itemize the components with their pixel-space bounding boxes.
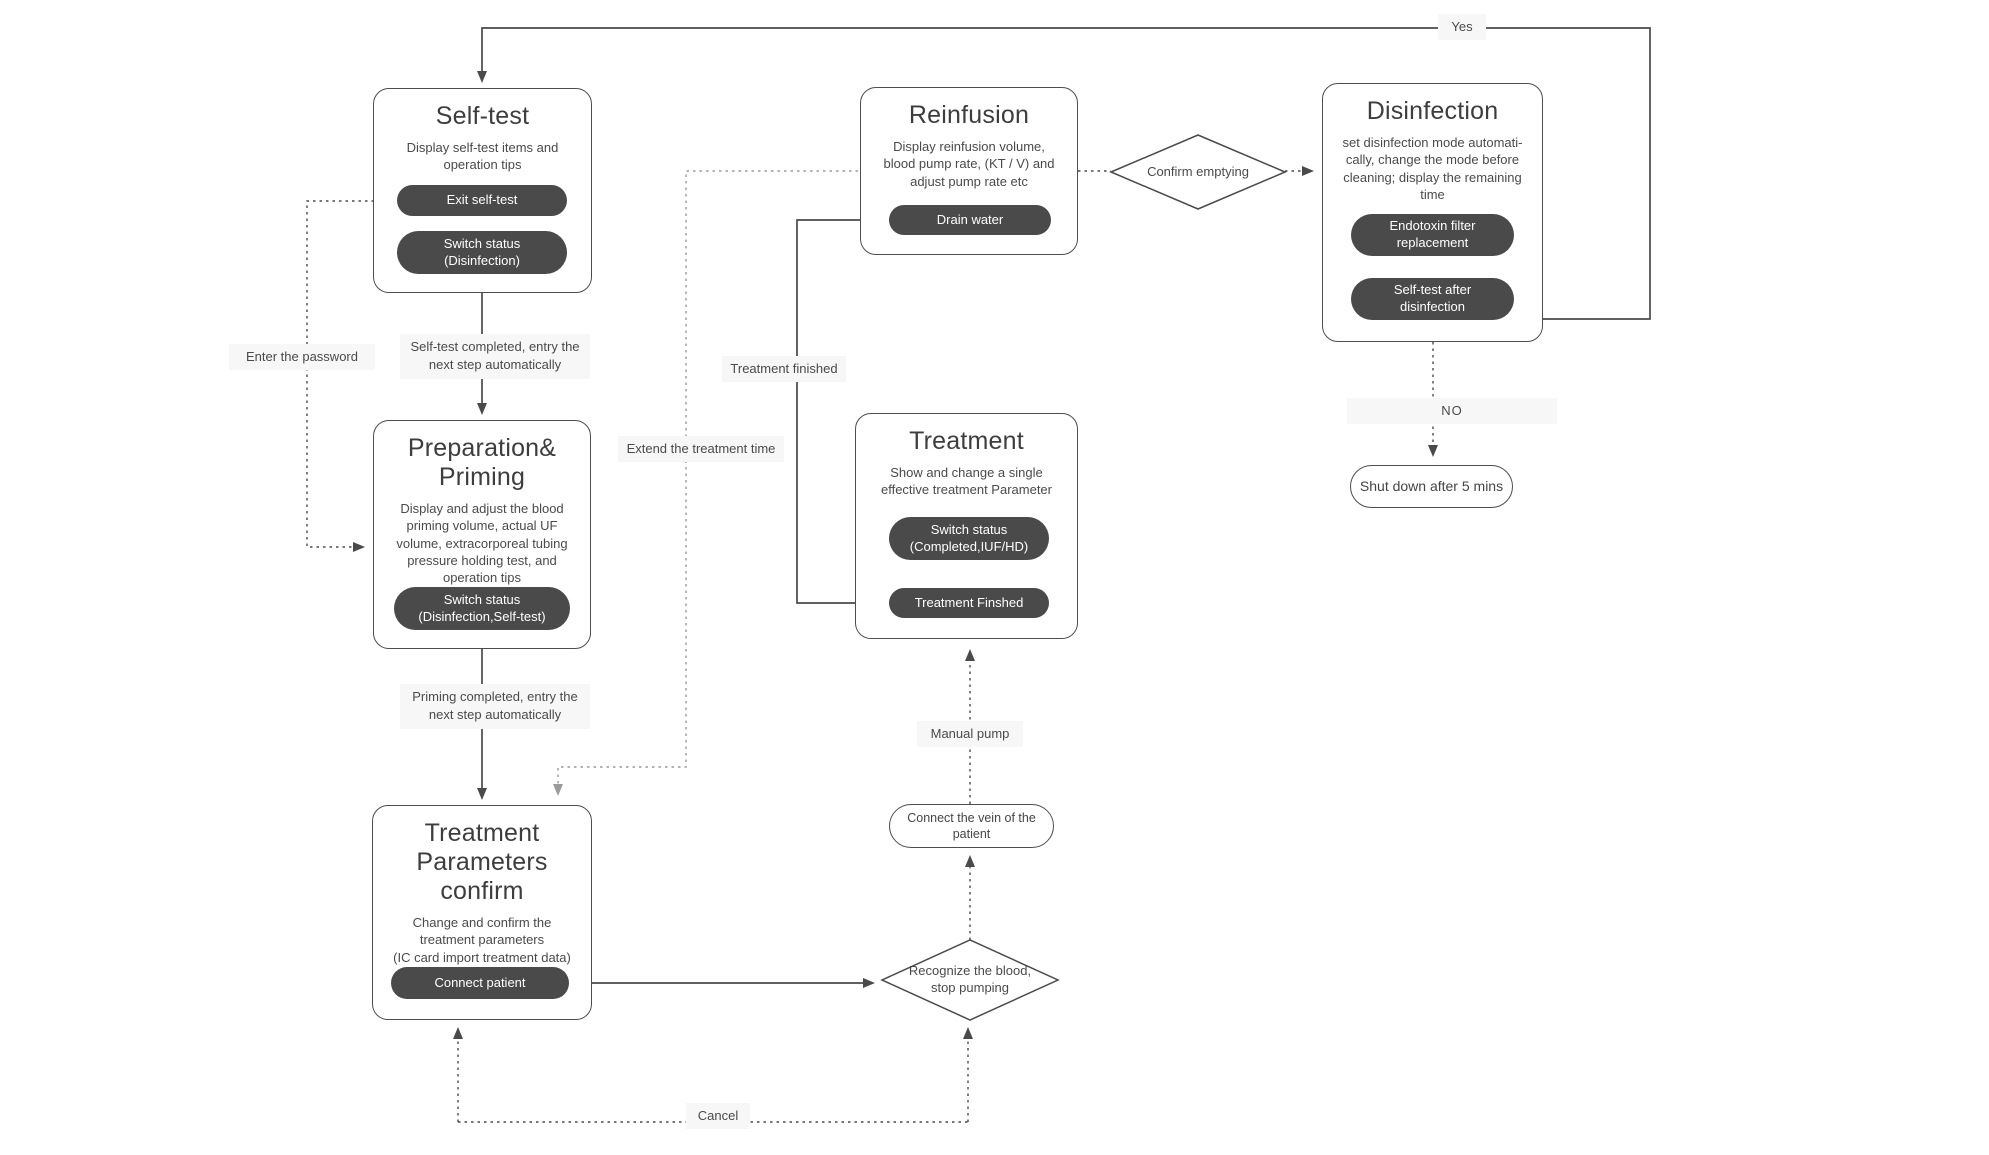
- node-reinfusion-desc: Display reinfusion volume, blood pump ra…: [883, 139, 1055, 189]
- edge-label-priming-completed: Priming completed, entry the next step a…: [400, 684, 590, 729]
- edge-yes-loop: [477, 27, 1651, 320]
- node-preparation-priming: Preparation& Priming Display and adjust …: [373, 420, 591, 649]
- edge-label-selftest-completed: Self-test completed, entry the next step…: [400, 334, 590, 379]
- node-disinfection-title: Disinfection: [1366, 97, 1499, 125]
- button-drain-water: Drain water: [889, 205, 1051, 235]
- node-reinfusion: Reinfusion Display reinfusion volume, bl…: [860, 87, 1078, 255]
- edge-exit-selftest-password: [306, 200, 400, 552]
- edge-label-manual-pump: Manual pump: [917, 721, 1023, 748]
- node-preparation-priming-desc: Display and adjust the blood priming vol…: [396, 501, 568, 586]
- button-exit-self-test: Exit self-test: [397, 185, 567, 216]
- node-disinfection-desc: set disinfection mode automati- cally, c…: [1342, 135, 1523, 202]
- decision-confirm-emptying-label: Confirm emptying: [1147, 164, 1249, 179]
- node-treatment-parameters-confirm-title: Treatment Parameters confirm: [416, 819, 548, 905]
- edge-label-enter-the-password: Enter the password: [229, 344, 375, 371]
- button-treatment-finshed: Treatment Finshed: [889, 588, 1049, 618]
- button-switch-status-disinfection: Switch status (Disinfection): [397, 231, 567, 274]
- button-endotoxin-filter-replacement: Endotoxin filter replacement: [1351, 214, 1514, 256]
- node-treatment: Treatment Show and change a single effec…: [855, 413, 1078, 639]
- node-treatment-parameters-confirm: Treatment Parameters confirm Change and …: [372, 805, 592, 1020]
- node-preparation-priming-title: Preparation& Priming: [407, 434, 557, 491]
- edge-treatment-finished-line: [796, 219, 897, 604]
- button-self-test-after-disinfection: Self-test after disinfection: [1351, 278, 1514, 320]
- edge-label-treatment-finished: Treatment finished: [722, 356, 846, 383]
- button-switch-status-completed-iuf-hd: Switch status (Completed,IUF/HD): [889, 517, 1049, 560]
- pill-connect-the-vein: Connect the vein of the patient: [889, 804, 1054, 848]
- node-self-test: Self-test Display self-test items and op…: [373, 88, 592, 293]
- decision-recognize-blood-label: Recognize the blood, stop pumping: [908, 963, 1032, 995]
- edge-label-no: NO: [1347, 398, 1557, 425]
- edge-label-yes: Yes: [1438, 14, 1486, 41]
- node-treatment-parameters-confirm-desc: Change and confirm the treatment paramet…: [393, 915, 571, 965]
- node-treatment-desc: Show and change a single effective treat…: [880, 465, 1052, 498]
- node-disinfection: Disinfection set disinfection mode autom…: [1322, 83, 1543, 342]
- decision-recognize-blood-shape: [880, 939, 1060, 1021]
- node-reinfusion-title: Reinfusion: [908, 101, 1030, 129]
- button-connect-patient: Connect patient: [391, 967, 569, 999]
- node-self-test-desc: Display self-test items and operation ti…: [406, 140, 559, 173]
- edge-extend-treatment-time: [553, 170, 858, 796]
- pill-shut-down-after-5-mins: Shut down after 5 mins: [1350, 465, 1513, 508]
- node-treatment-title: Treatment: [909, 427, 1024, 455]
- button-switch-status-disinfection-self-test: Switch status (Disinfection,Self-test): [394, 587, 570, 630]
- decision-confirm-emptying-shape: [1109, 134, 1287, 210]
- edge-label-cancel: Cancel: [686, 1103, 750, 1130]
- edge-label-extend-the-treatment-time: Extend the treatment time: [618, 436, 784, 463]
- node-self-test-title: Self-test: [435, 102, 530, 130]
